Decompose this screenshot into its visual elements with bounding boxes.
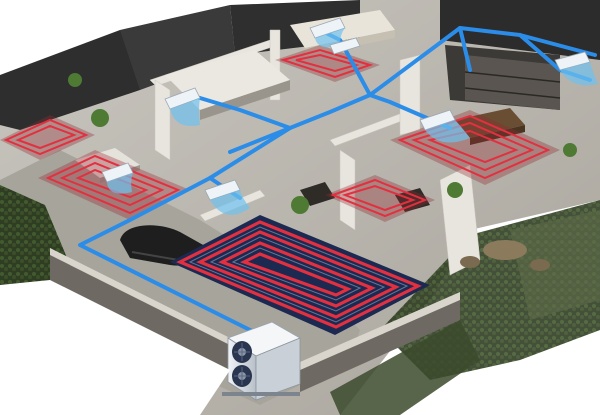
ac-unit-icon (101, 162, 134, 194)
underfloor-heating-living-room (170, 215, 430, 335)
patio-furniture (460, 240, 550, 271)
plant-icon (68, 73, 577, 214)
bookshelf (464, 55, 561, 110)
ac-unit-icon (309, 17, 346, 48)
underfloor-heating-lounge (325, 175, 435, 222)
ac-unit-icon (554, 51, 598, 86)
exterior-wall (50, 248, 460, 392)
ac-unit-icon (164, 87, 201, 126)
ac-unit-icon (204, 179, 250, 215)
ac-unit-icon (419, 109, 470, 143)
underfloor-heating-upper-room (275, 45, 380, 82)
lawn (0, 280, 480, 415)
ac-unit-icon (329, 37, 361, 55)
fan-icon (234, 343, 250, 385)
underfloor-heating-study (0, 115, 95, 160)
